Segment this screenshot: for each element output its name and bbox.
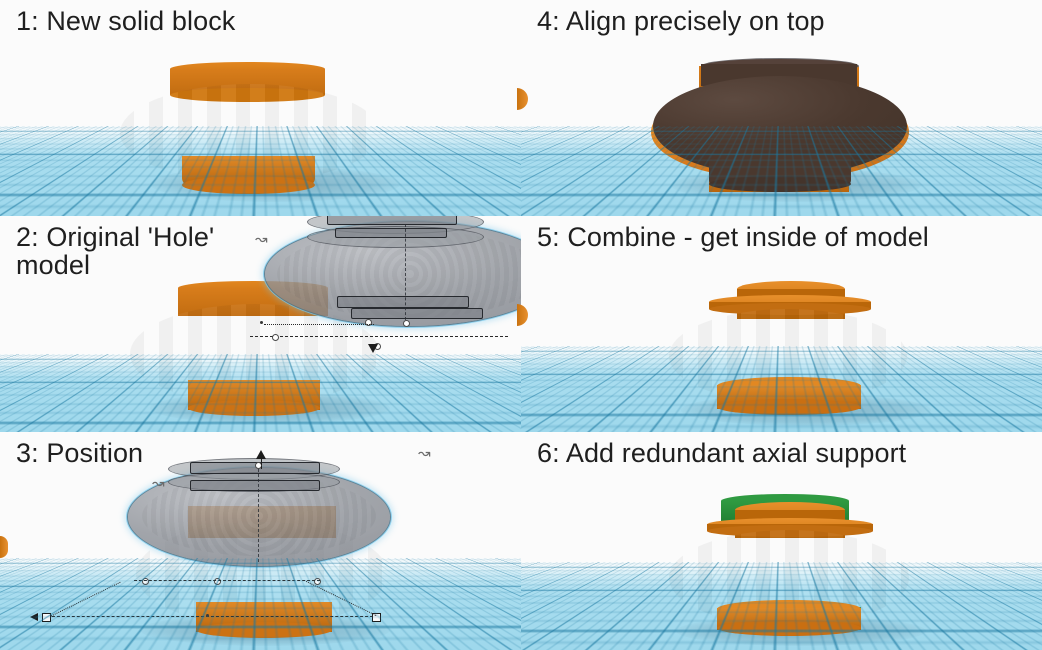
measure-diagonal-right [305,580,377,616]
stray-curl-mark-2: ↝ [418,445,431,462]
preview-base-bottom [709,176,851,192]
seam-artifact-row1 [517,88,528,110]
hole-handle-dot[interactable] [365,319,372,326]
panel-4-title: 4: Align precisely on top [537,6,825,36]
hole-handle-dot-2[interactable] [403,320,410,327]
seam-artifact-row3 [0,536,8,558]
orange-solid-vessel[interactable] [120,60,380,200]
dashed-measure-line [24,578,454,634]
seam-artifact-row2 [517,304,528,326]
panel-6-title: 6: Add redundant axial support [537,438,907,468]
panel-5-combine-get-inside-of-model: 5: Combine - get inside of model [521,216,1042,432]
measure-handle-right[interactable] [372,613,381,622]
measure-dot-a [260,321,263,324]
panel-5-title: 5: Combine - get inside of model [537,222,929,252]
body-handle-left[interactable] [142,578,149,585]
measure-handle-left[interactable] [42,613,51,622]
panel-3-title: 3: Position [16,438,144,468]
flange-disk-bottom [709,303,871,315]
stray-curl-mark: ↝ [152,475,165,492]
vessel-base-bottom [182,176,315,194]
orange-solid-vessel[interactable] [669,281,907,416]
vessel-neck-bottom [170,88,325,102]
body-handle-right[interactable] [314,578,321,585]
hole-center-axis [258,464,259,562]
measure-line-main [42,616,378,617]
measure-line-upper [264,324,374,325]
body-dashed-ring [134,580,320,581]
panel-1-title: 1: New solid block [16,6,236,36]
panel-2-original-hole-model: ↝ 2: Original 'Hole' model [0,216,521,432]
hole-handle-bar-bottom[interactable] [351,308,483,319]
move-arrow-up[interactable] [256,450,266,459]
hole-handle-bar-bottom[interactable] [190,480,320,491]
measure-arrow-left[interactable] [30,613,38,621]
panel-6-add-redundant-axial-support: 6: Add redundant axial support [521,432,1042,650]
orange-solid-vessel[interactable] [669,502,909,636]
panel-2-title: 2: Original 'Hole' model [16,222,215,281]
vessel-base-bottom [188,400,320,416]
body-handle-mid[interactable] [214,578,221,585]
dark-preview-vessel[interactable] [653,58,907,198]
dashed-measure-line [250,311,520,353]
measure-diagonal-left [50,581,121,617]
hole-center-axis [405,224,406,320]
measure-line-main [250,336,508,337]
translucent-hole-model[interactable] [264,216,521,338]
hole-handle-bar-upper[interactable] [335,228,447,238]
vessel-base-bottom [196,622,332,638]
flange-disk-bottom [707,525,873,537]
move-arrow-stem [261,459,263,469]
vessel-base-bottom [717,620,861,636]
translucent-hole-model[interactable] [127,458,393,570]
stray-curl-mark: ↝ [255,231,268,248]
panel-4-align-precisely-on-top: 4: Align precisely on top [521,0,1042,216]
panel-3-position: ↝ ↝ 3: Position [0,432,521,650]
panel-1-new-solid-block: 1: New solid block [0,0,521,216]
measure-mid-dot [206,614,209,617]
measure-endpoint-a[interactable] [272,334,279,341]
vessel-base-bottom [717,399,861,415]
move-arrow-down[interactable] [368,344,378,353]
hole-handle-bar-lower[interactable] [337,296,469,308]
hole-handle-bar-top[interactable] [327,216,457,225]
